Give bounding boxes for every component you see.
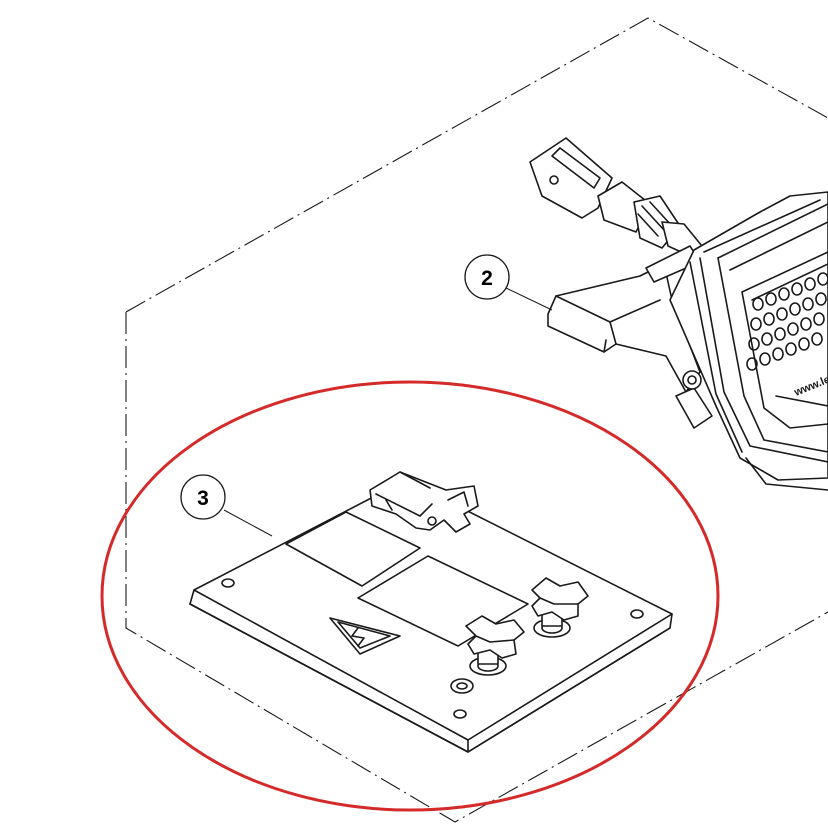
star-knob-2	[531, 577, 589, 638]
part-3-base-plate	[189, 471, 673, 753]
led-dot	[778, 287, 790, 301]
label-area-2	[357, 555, 529, 647]
cable-plug	[529, 137, 703, 257]
highlight-ellipse	[100, 380, 720, 812]
led-dot	[772, 347, 784, 361]
led-dot	[791, 282, 803, 296]
led-dot	[800, 317, 812, 331]
led-dot	[817, 272, 828, 286]
led-dot	[811, 332, 823, 346]
led-dot	[759, 352, 771, 366]
led-dot	[785, 342, 797, 356]
label-area-1	[285, 511, 421, 587]
led-dot	[802, 297, 814, 311]
led-dot	[750, 317, 762, 331]
floodlight-housing	[669, 191, 828, 491]
callout-2-bubble	[464, 254, 510, 300]
led-dot	[776, 307, 788, 321]
mounting-bracket	[547, 245, 701, 393]
led-dot	[813, 312, 825, 326]
callout-3: 3	[180, 474, 273, 537]
led-dot	[787, 322, 799, 336]
callout-3-bubble	[180, 474, 226, 520]
led-dot	[763, 312, 775, 326]
star-knob-1	[465, 615, 525, 676]
callout-2: 2	[464, 254, 553, 311]
led-dot	[774, 327, 786, 341]
led-dot	[804, 277, 816, 291]
led-dot	[765, 292, 777, 306]
led-dot	[798, 337, 810, 351]
led-dot	[761, 332, 773, 346]
callout-2-label: 2	[481, 267, 493, 290]
callout-3-label: 3	[197, 487, 209, 510]
part-2-floodlight-assembly: www.le	[529, 137, 828, 491]
electrical-hazard-warning-icon	[329, 617, 401, 655]
led-array	[746, 272, 828, 371]
led-dot	[752, 297, 764, 311]
led-dot	[746, 357, 758, 371]
assembly-boundary-outline	[125, 17, 828, 823]
led-dot	[748, 337, 760, 351]
latch-connector	[369, 471, 479, 533]
led-dot	[789, 302, 801, 316]
led-dot	[815, 292, 827, 306]
